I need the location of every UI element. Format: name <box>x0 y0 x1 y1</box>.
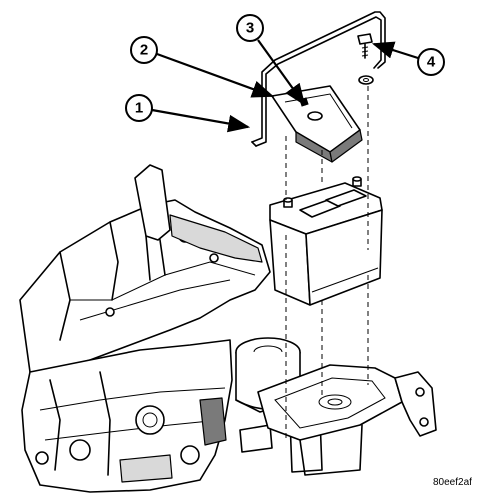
battery-tray <box>257 364 437 476</box>
figure-code: 80eef2af <box>433 477 472 488</box>
callout-2-circle <box>130 36 158 64</box>
hold-down-clamp <box>271 85 363 163</box>
callout-4: 4 <box>371 41 445 76</box>
battery <box>269 176 383 306</box>
callout-2: 2 <box>130 36 275 98</box>
callout-4-label: 4 <box>427 54 436 71</box>
callout-3: 3 <box>236 14 306 106</box>
bolt-and-washer <box>357 33 374 85</box>
callout-3-label: 3 <box>246 20 254 37</box>
callout-4-circle <box>417 48 445 76</box>
engine-compartment-structure <box>19 164 323 493</box>
callout-1-label: 1 <box>135 100 143 117</box>
callout-2-label: 2 <box>140 42 148 59</box>
callout-1-circle <box>125 94 153 122</box>
callout-1: 1 <box>125 94 251 133</box>
callout-3-circle <box>236 14 264 42</box>
installation-guide-lines <box>285 86 369 440</box>
